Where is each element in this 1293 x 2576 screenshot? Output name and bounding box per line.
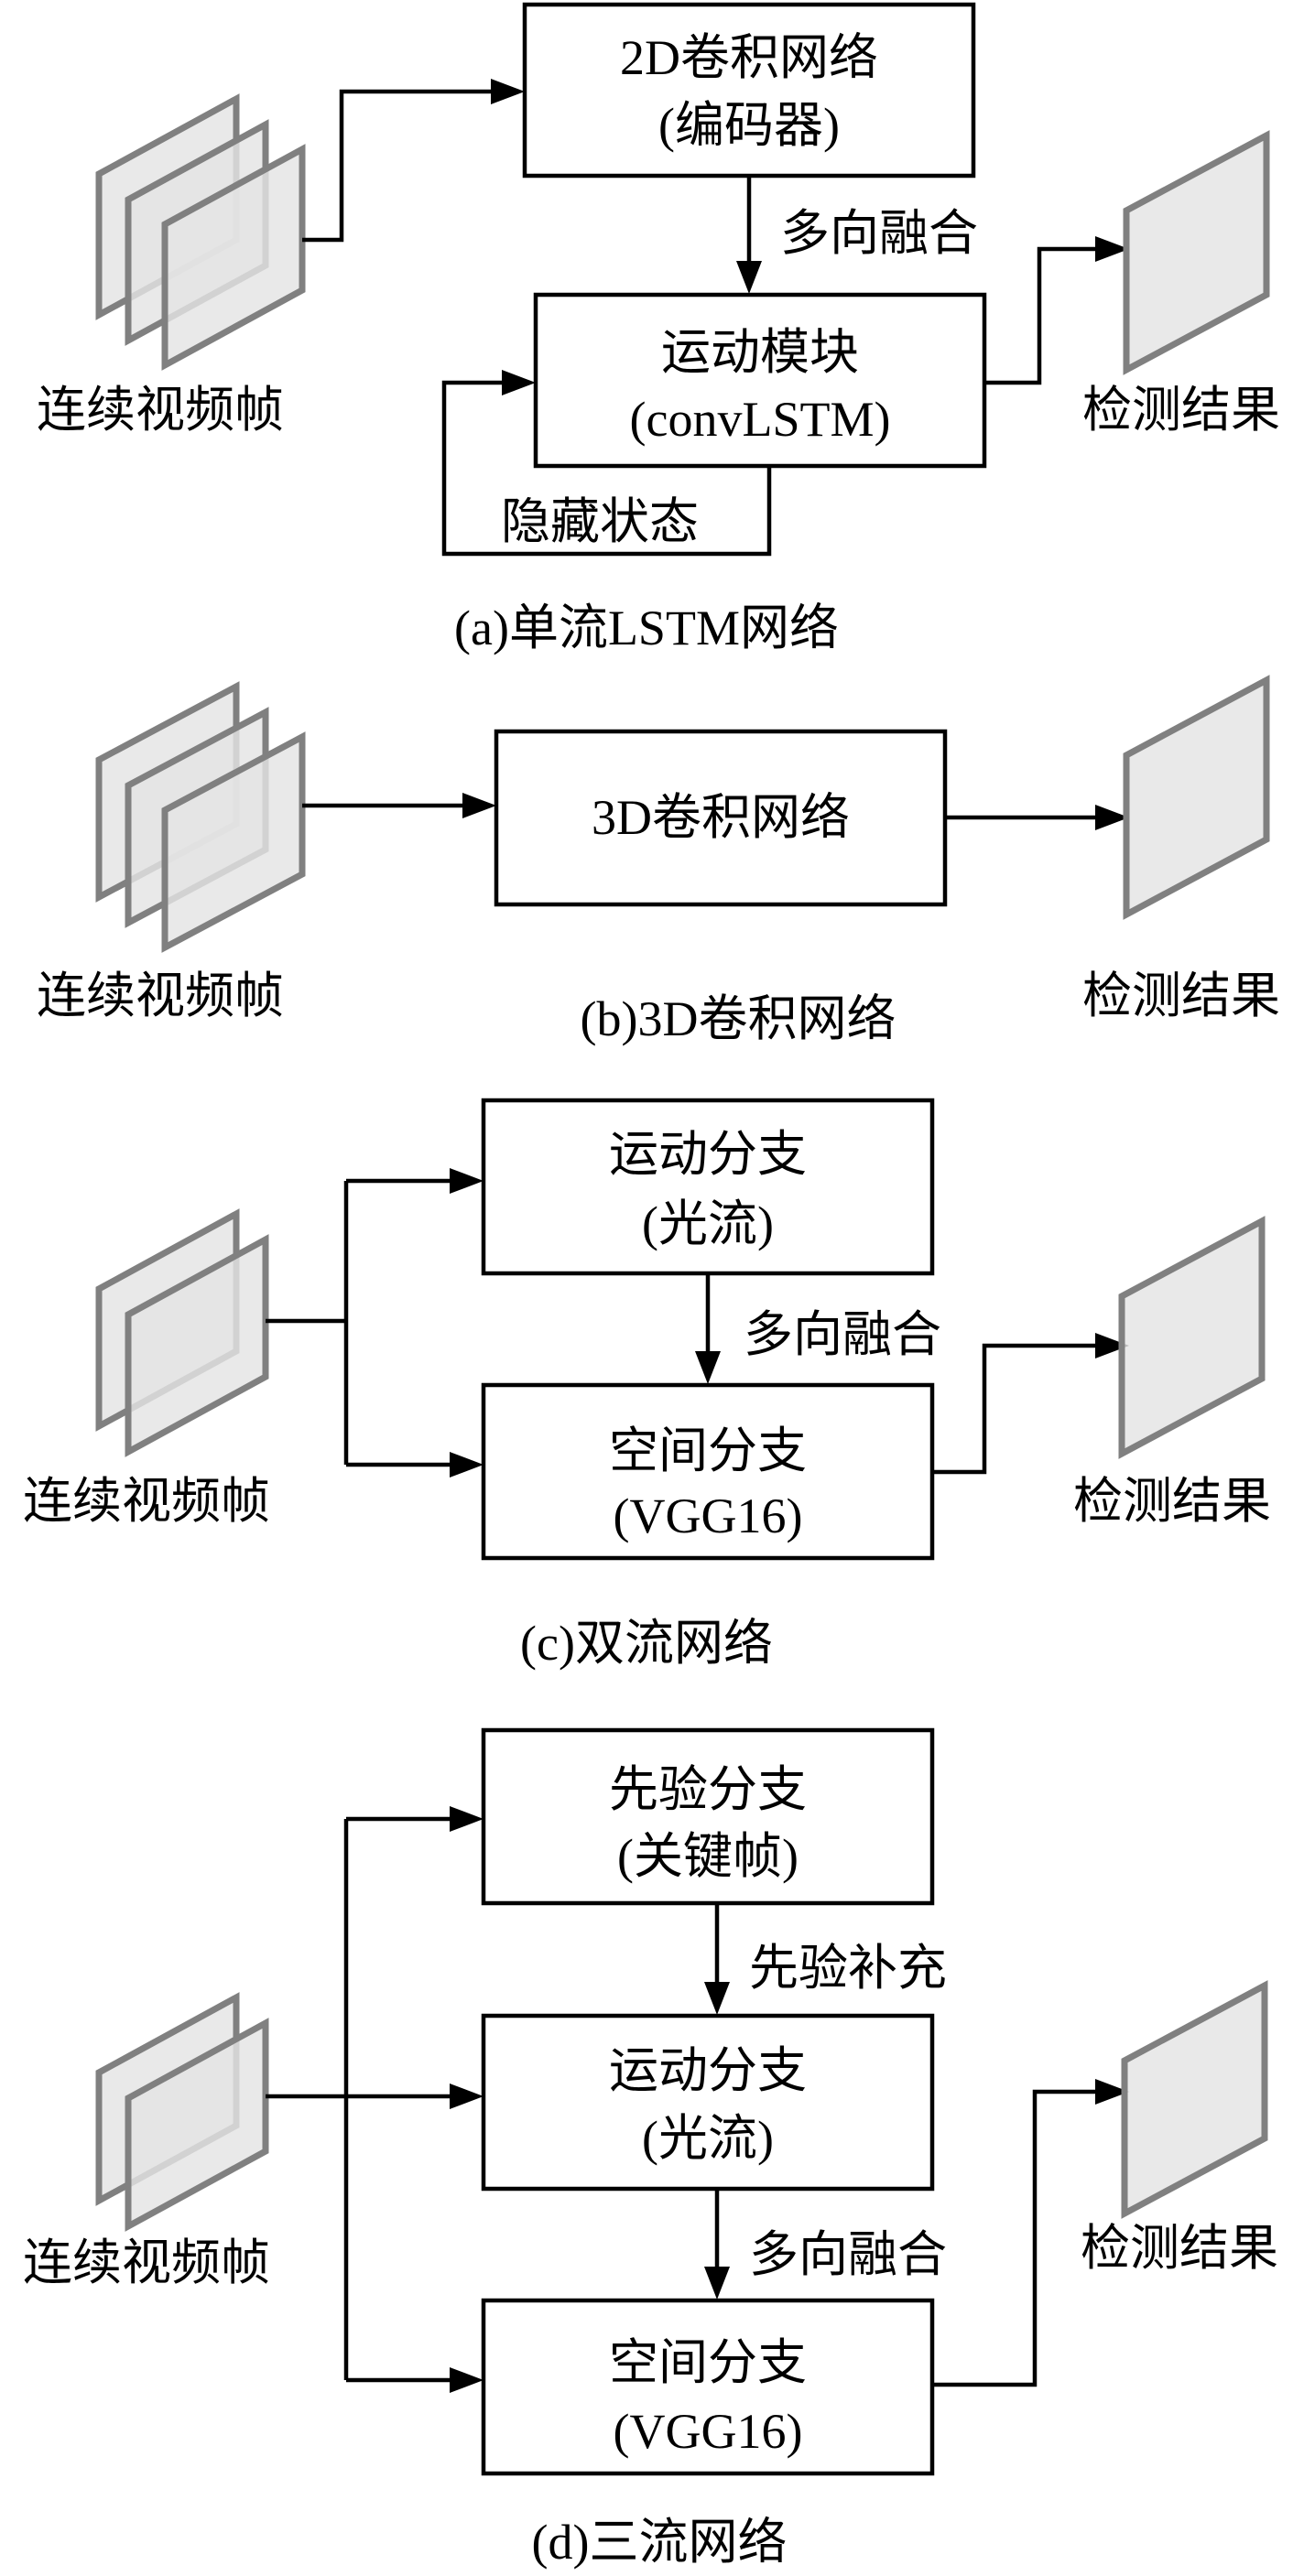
prior-branch-subtitle: (关键帧) [617,1829,799,1884]
arrowhead [736,261,762,294]
arrowhead [1095,1333,1129,1358]
prior-branch-box [481,1727,935,1906]
input-to-encoder-arrow [302,89,491,243]
spatial-branch-title: 空间分支 [609,2335,807,2390]
arrowhead [704,1982,730,2015]
output-label: 检测结果 [1082,969,1280,1023]
arrowhead [450,1452,484,1477]
panel-caption: (b)3D卷积网络 [581,991,896,1046]
video-frame [125,1234,269,1457]
motion-module-title: 运动模块 [661,325,859,380]
panel-b: 连续视频帧 3D卷积网络 检测结果 (b)3D卷积网络 [37,675,1280,1046]
input-label: 连续视频帧 [23,1474,270,1529]
input-frames-stack [95,1992,269,2232]
panel-d: 连续视频帧 先验分支 (关键帧) 先验补充 运动分支 (光流) 多向融合 空间分… [23,1727,1278,2570]
encoder-title: 2D卷积网络 [620,30,878,85]
spatial-to-output-arrow [932,2089,1095,2387]
arrowhead [450,1168,484,1194]
panel-caption: (d)三流网络 [532,2515,788,2570]
arrowhead [704,2267,730,2300]
motion-to-output-arrow [984,246,1095,385]
input-frames-stack [95,93,306,371]
input-label: 连续视频帧 [37,969,284,1023]
fusion-label: 多向融合 [780,206,978,261]
input-frames-stack [95,1208,269,1457]
input-label: 连续视频帧 [37,383,284,438]
input-frames-stack [95,681,306,953]
arrowhead [1095,805,1129,830]
spatial-branch-subtitle: (VGG16) [614,2404,803,2459]
output-label: 检测结果 [1082,383,1280,438]
video-frame [161,144,306,371]
fusion-label: 多向融合 [744,1307,941,1362]
arrowhead [462,793,496,818]
arrowhead [450,2084,484,2109]
hidden-state-label: 隐藏状态 [501,494,699,549]
panel-c: 连续视频帧 运动分支 (光流) 多向融合 空间分支 (VGG16) 检测结果 (… [23,1098,1271,1671]
panel-a: 连续视频帧 2D卷积网络 (编码器) 多向融合 运动模块 (convLSTM) … [37,2,1280,655]
panel-caption: (c)双流网络 [520,1616,773,1671]
video-frame [161,731,306,953]
spatial-branch-title: 空间分支 [609,1423,807,1478]
motion-module-box [533,292,987,469]
hidden-state-loop-arrow [441,380,772,557]
arrowhead [450,1806,484,1832]
conv3d-title: 3D卷积网络 [592,790,850,845]
video-frame [125,2018,269,2232]
motion-branch-box [481,2013,935,2192]
panel-caption: (a)单流LSTM网络 [454,601,839,655]
detection-result-frame [1121,1980,1268,2219]
prior-branch-title: 先验分支 [609,1762,807,1817]
arrowhead [1095,236,1129,262]
arrowhead [491,79,525,104]
encoder-subtitle: (编码器) [658,98,840,153]
conv3d-box [494,729,948,907]
input-label: 连续视频帧 [23,2235,270,2290]
detection-result-frame [1123,130,1270,375]
detection-result-frame [1118,1216,1266,1459]
fusion-label: 多向融合 [749,2227,947,2282]
spatial-branch-subtitle: (VGG16) [614,1488,803,1543]
output-label: 检测结果 [1073,1474,1271,1529]
motion-branch-subtitle: (光流) [642,2111,774,2166]
motion-branch-subtitle: (光流) [642,1196,774,1251]
arrowhead [1095,2079,1129,2105]
supplement-label: 先验补充 [749,1941,947,1996]
motion-branch-box [481,1098,935,1276]
spatial-branch-box [481,2298,935,2476]
motion-branch-title: 运动分支 [609,2043,807,2098]
arrowhead [695,1351,721,1384]
spatial-branch-box [481,1382,935,1561]
motion-branch-title: 运动分支 [609,1127,807,1182]
spatial-to-output-arrow [932,1343,1095,1475]
arrowhead [450,2367,484,2393]
arrowhead [502,370,536,395]
detection-result-frame [1123,675,1270,920]
output-label: 检测结果 [1081,2221,1278,2276]
motion-module-subtitle: (convLSTM) [630,392,891,447]
